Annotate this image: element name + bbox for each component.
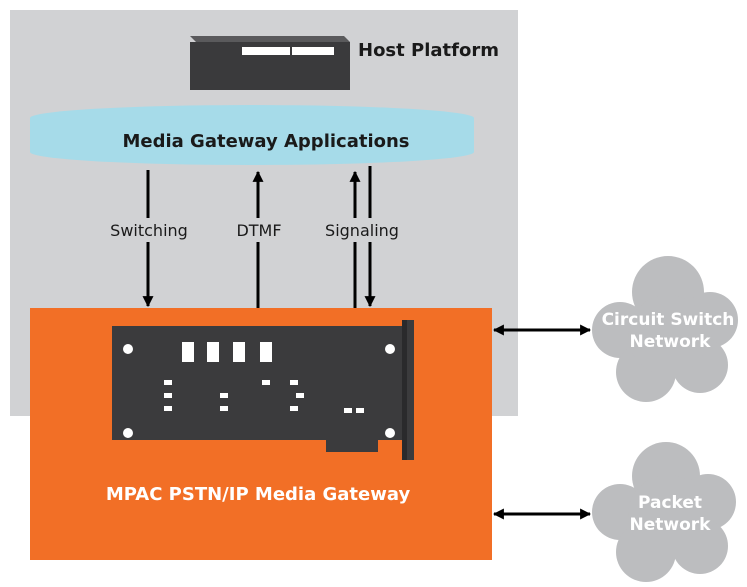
circuit-switch-label-line2: Network xyxy=(630,332,712,352)
circuit-switch-cloud xyxy=(592,256,738,402)
packet-label-line1: Packet xyxy=(638,493,702,513)
circuit-switch-label-line1: Circuit Switch xyxy=(602,310,735,330)
packet-network-cloud xyxy=(592,442,736,582)
applications-label: Media Gateway Applications xyxy=(122,131,409,152)
interface-card xyxy=(112,320,414,460)
signaling-label: Signaling xyxy=(325,221,399,240)
switching-label: Switching xyxy=(110,221,188,240)
gateway-label: MPAC PSTN/IP Media Gateway xyxy=(106,484,411,505)
server-icon xyxy=(190,36,350,90)
applications-layer xyxy=(30,105,474,165)
dtmf-label: DTMF xyxy=(236,221,281,240)
host-platform-label: Host Platform xyxy=(358,40,499,61)
packet-label-line2: Network xyxy=(630,515,712,535)
